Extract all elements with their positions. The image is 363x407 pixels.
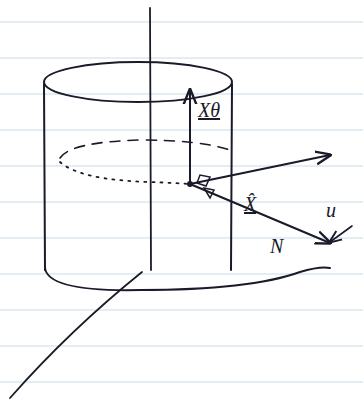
- vector: [190, 184, 330, 243]
- cylinder-top: [44, 62, 232, 102]
- vector-label: u: [326, 200, 336, 220]
- cylinder-side: [231, 84, 232, 270]
- vector: [330, 226, 352, 242]
- right-angle-mark: [204, 188, 214, 198]
- x-axis: [10, 272, 142, 398]
- paper-rule: [0, 22, 363, 382]
- vector: [190, 155, 330, 184]
- vector: [189, 90, 191, 184]
- cylinder-bottom: [45, 268, 330, 291]
- z-axis: [150, 8, 151, 270]
- vector-label: N: [270, 236, 283, 256]
- cylinder-side: [44, 84, 45, 270]
- right-angle-mark: [197, 175, 210, 186]
- vector-label: X̂: [244, 194, 256, 214]
- hidden-circle: [60, 140, 230, 158]
- point: [188, 182, 192, 186]
- front-circle: [60, 162, 190, 184]
- vector-label: Xθ: [198, 100, 220, 120]
